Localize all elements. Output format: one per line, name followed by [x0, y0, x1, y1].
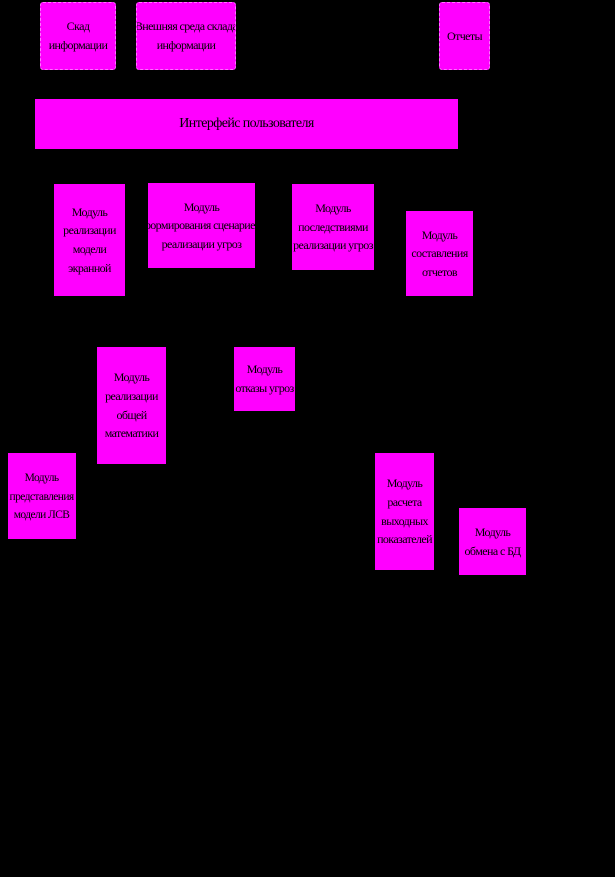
- external-data-warehouse-box: Скад информации: [40, 2, 116, 70]
- external-environment-label: Внешняя среда склада информации: [136, 19, 236, 52]
- module-model-label: Модуль реализации модели экранной: [63, 204, 116, 275]
- module-model-presentation-box: Модуль представления модели ЛСВ: [8, 453, 76, 539]
- module-reports-label: Модуль составления отчетов: [411, 227, 468, 279]
- module-scenarios-label: Модуль формирования сценариев реализации…: [148, 199, 255, 251]
- module-reports-box: Модуль составления отчетов: [406, 211, 473, 296]
- reports-box: Отчеты: [439, 2, 490, 70]
- module-db-exchange-box: Модуль обмена с БД: [459, 508, 526, 575]
- external-environment-box: Внешняя среда склада информации: [136, 2, 236, 70]
- module-output-calc-box: Модуль расчета выходных показателей: [375, 453, 434, 570]
- module-common-math-box: Модуль реализации общей математики: [97, 347, 166, 464]
- module-threat-failures-label: Модуль отказы угроз: [235, 362, 294, 395]
- module-common-math-label: Модуль реализации общей математики: [104, 370, 159, 441]
- module-db-exchange-label: Модуль обмена с БД: [464, 524, 521, 558]
- module-consequences-box: Модуль последствиями реализации угроз: [292, 184, 374, 270]
- external-data-warehouse-label: Скад информации: [48, 19, 108, 52]
- module-model-presentation-label: Модуль представления модели ЛСВ: [9, 470, 75, 522]
- user-interface-bar: Интерфейс пользователя: [35, 99, 458, 149]
- user-interface-label: Интерфейс пользователя: [179, 116, 314, 132]
- reports-label: Отчеты: [447, 28, 483, 43]
- module-model-box: Модуль реализации модели экранной: [54, 184, 125, 296]
- module-output-calc-label: Модуль расчета выходных показателей: [377, 476, 432, 547]
- module-consequences-label: Модуль последствиями реализации угроз: [293, 201, 373, 253]
- module-threat-failures-box: Модуль отказы угроз: [234, 347, 295, 411]
- module-scenarios-box: Модуль формирования сценариев реализации…: [148, 183, 255, 268]
